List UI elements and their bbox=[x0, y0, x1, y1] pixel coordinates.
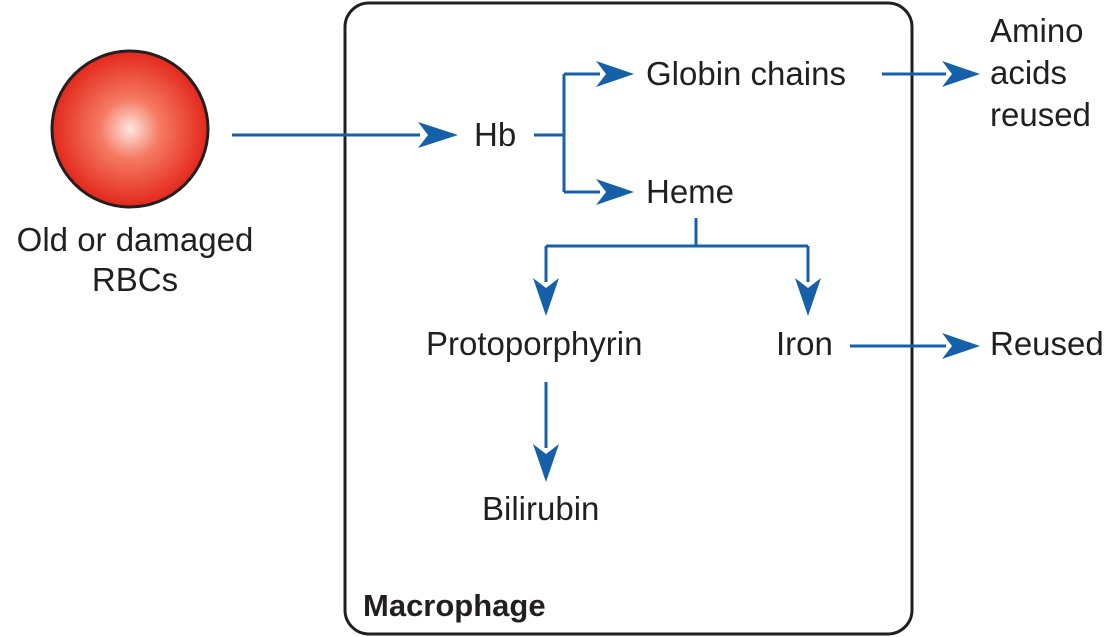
rbc-label-line1: Old or damaged bbox=[16, 221, 254, 258]
amino-line2: acids bbox=[990, 54, 1068, 91]
amino-acids-label: Amino acids reused bbox=[990, 10, 1091, 136]
protoporphyrin-label: Protoporphyrin bbox=[426, 325, 643, 362]
macrophage-box bbox=[343, 1, 914, 636]
iron-label: Iron bbox=[776, 325, 833, 362]
arrow-protoporphyrin-to-bilirubin bbox=[533, 382, 559, 482]
globin-chains-label: Globin chains bbox=[646, 55, 846, 92]
arrow-hb-branch bbox=[534, 61, 634, 205]
macrophage-label: Macrophage bbox=[363, 588, 546, 623]
arrow-heme-branch bbox=[533, 218, 821, 316]
arrow-globin-to-amino bbox=[882, 61, 980, 87]
amino-line3: reused bbox=[990, 96, 1091, 133]
arrow-rbc-to-hb bbox=[232, 122, 458, 148]
reused-label: Reused bbox=[990, 325, 1104, 362]
rbc-cell-icon bbox=[50, 49, 210, 209]
rbc-label-line2: RBCs bbox=[91, 261, 179, 298]
bilirubin-label: Bilirubin bbox=[482, 490, 600, 527]
amino-line1: Amino bbox=[990, 12, 1084, 49]
rbc-label: Old or damaged RBCs bbox=[0, 220, 270, 300]
heme-label: Heme bbox=[646, 173, 735, 210]
hb-label: Hb bbox=[474, 116, 517, 153]
arrow-iron-to-reused bbox=[850, 333, 980, 359]
